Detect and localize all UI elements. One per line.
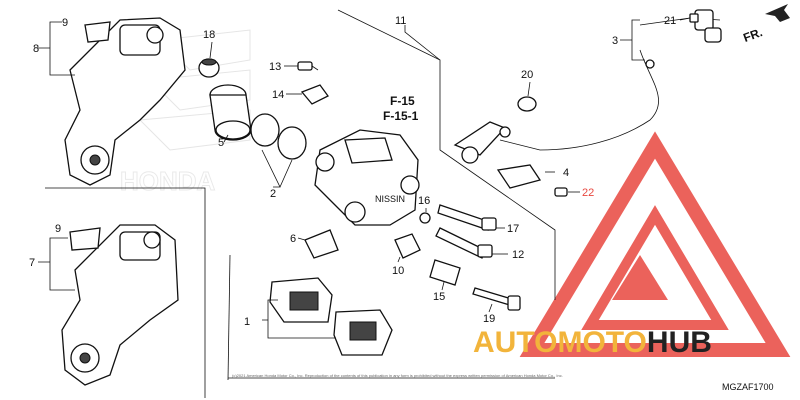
callout-7: 7	[29, 257, 35, 269]
callout-8: 8	[33, 43, 39, 55]
slide-pin-lower	[435, 227, 493, 259]
leader-lines	[38, 17, 691, 339]
front-direction-label: FR.	[741, 25, 764, 45]
pad-spring-part	[304, 229, 339, 259]
sensor-stay-part	[496, 164, 542, 189]
front-direction-arrow-icon	[765, 4, 790, 22]
reference-label-f15: F-15	[390, 94, 415, 108]
callout-9-upper: 9	[62, 17, 68, 29]
watermark-brand-primary: AUTOMOTOHUB	[473, 326, 712, 359]
callout-20: 20	[521, 69, 533, 81]
callout-2: 2	[270, 188, 276, 200]
sleeve-part	[429, 259, 461, 286]
callout-14: 14	[272, 89, 284, 101]
callout-3: 3	[612, 35, 618, 47]
callout-19: 19	[483, 313, 495, 325]
bleed-valve-part	[297, 61, 319, 71]
grommet-part	[517, 96, 537, 112]
bleed-cap-part	[300, 84, 329, 105]
watermark-hub-text: HUB	[647, 326, 712, 359]
pin-boot-part	[394, 233, 421, 259]
callout-22: 22	[582, 187, 594, 199]
bolt-cap-part	[419, 212, 431, 224]
callout-18: 18	[203, 29, 215, 41]
assembly-frame-upper	[337, 9, 556, 300]
caliper-bracket-lower	[61, 224, 179, 386]
callout-6: 6	[290, 233, 296, 245]
stay-bolt-part	[554, 187, 568, 197]
caliper-bracket-upper	[64, 17, 186, 186]
callout-17: 17	[507, 223, 519, 235]
callout-10: 10	[392, 265, 404, 277]
model-code: MGZAF1700	[722, 382, 774, 392]
callout-13: 13	[269, 61, 281, 73]
copyright-notice: (c)2021 American Honda Motor Co., Inc. R…	[232, 373, 563, 378]
callout-16: 16	[418, 195, 430, 207]
callout-4: 4	[563, 167, 569, 179]
cable-clamp-part	[689, 13, 699, 23]
svg-text:HONDA: HONDA	[120, 166, 216, 196]
callout-21: 21	[664, 15, 676, 27]
brake-pad-set	[269, 277, 393, 356]
slide-pin-upper	[437, 204, 497, 231]
callout-5: 5	[218, 137, 224, 149]
piston-seal-part	[250, 113, 307, 160]
svg-text:NISSIN: NISSIN	[375, 194, 405, 204]
callout-9-lower: 9	[55, 223, 61, 235]
assembly-frame-lower	[227, 254, 231, 381]
callout-11: 11	[395, 15, 406, 27]
callout-1: 1	[244, 316, 250, 328]
boot-part	[198, 58, 220, 78]
callout-15: 15	[433, 291, 445, 303]
assembly-frame-left	[45, 187, 206, 398]
callout-12: 12	[512, 249, 524, 261]
caliper-body: NISSIN	[314, 129, 420, 226]
mounting-bolt-part	[472, 287, 521, 311]
watermark-logo-icon	[519, 131, 791, 357]
piston-part	[209, 84, 252, 141]
watermark-auto-text: AUTOMOTO	[473, 326, 647, 359]
reference-label-f15-1: F-15-1	[383, 109, 419, 123]
wheel-speed-sensor	[453, 9, 722, 164]
